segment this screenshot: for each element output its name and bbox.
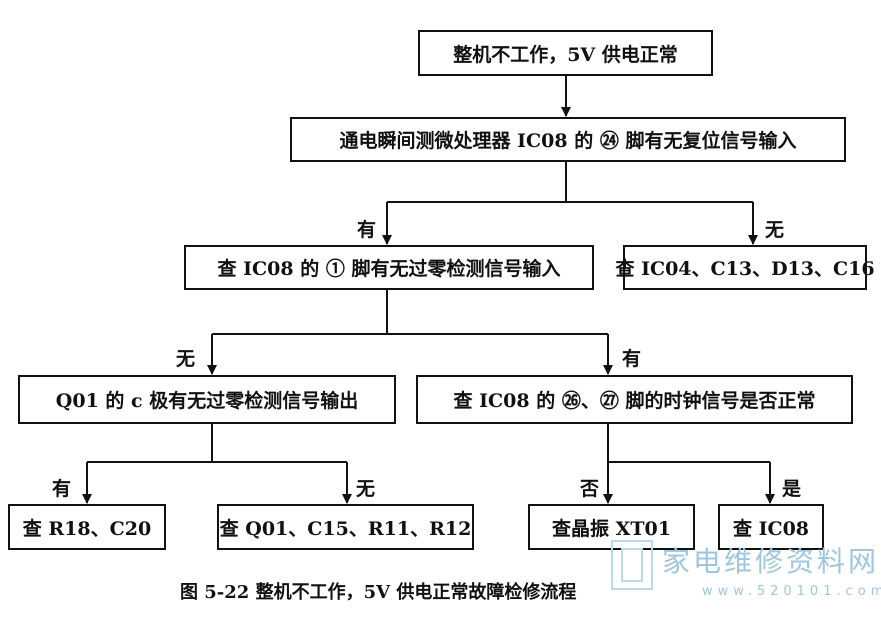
- watermark-url: www.520101.com: [702, 584, 881, 599]
- node-check-q01-output: Q01 的 c 极有无过零检测信号输出: [18, 375, 396, 424]
- branch-label-yes-4: 是: [782, 478, 802, 500]
- node-check-zero-cross-input: 查 IC08 的 ① 脚有无过零检测信号输入: [184, 245, 594, 290]
- branch-label-yes-1: 有: [357, 219, 377, 241]
- node-check-ic08: 查 IC08: [718, 504, 824, 550]
- node-check-clock-signal-text: 查 IC08 的 ㉖、㉗ 脚的时钟信号是否正常: [453, 390, 816, 412]
- branch-label-yes-3: 有: [52, 478, 72, 500]
- branch-label-no-3: 无: [356, 478, 376, 500]
- figure-caption: 图 5-22 整机不工作，5V 供电正常故障检修流程: [180, 582, 577, 603]
- branch-label-no-1: 无: [765, 219, 785, 241]
- node-check-reset-signal-text: 通电瞬间测微处理器 IC08 的 ㉔ 脚有无复位信号输入: [339, 130, 797, 152]
- branch-label-no-4: 否: [580, 478, 600, 500]
- branch-label-no-2: 无: [176, 348, 196, 370]
- node-check-q01-output-text: Q01 的 c 极有无过零检测信号输出: [55, 390, 359, 412]
- node-check-clock-signal: 查 IC08 的 ㉖、㉗ 脚的时钟信号是否正常: [416, 375, 853, 424]
- node-check-r18-text: 查 R18、C20: [22, 517, 152, 540]
- node-check-zero-cross-input-text: 查 IC08 的 ① 脚有无过零检测信号输入: [217, 258, 561, 280]
- node-check-crystal-text: 查晶振 XT01: [552, 517, 671, 540]
- node-check-ic08-text: 查 IC08: [732, 517, 810, 540]
- node-check-ic04: 查 IC04、C13、D13、C16: [615, 245, 875, 290]
- node-check-ic04-text: 查 IC04、C13、D13、C16: [615, 258, 875, 280]
- watermark-text: 家电维修资料网: [662, 545, 880, 578]
- node-check-r18: 查 R18、C20: [8, 504, 166, 550]
- node-check-q01-parts-text: 查 Q01、C15、R11、R12: [219, 517, 472, 540]
- node-check-reset-signal: 通电瞬间测微处理器 IC08 的 ㉔ 脚有无复位信号输入: [290, 117, 846, 162]
- node-start-text: 整机不工作，5V 供电正常: [453, 43, 678, 66]
- branch-label-yes-2: 有: [622, 348, 642, 370]
- node-check-q01-parts: 查 Q01、C15、R11、R12: [217, 504, 474, 550]
- node-start: 整机不工作，5V 供电正常: [418, 30, 713, 76]
- watermark-logo-icon: [611, 540, 653, 590]
